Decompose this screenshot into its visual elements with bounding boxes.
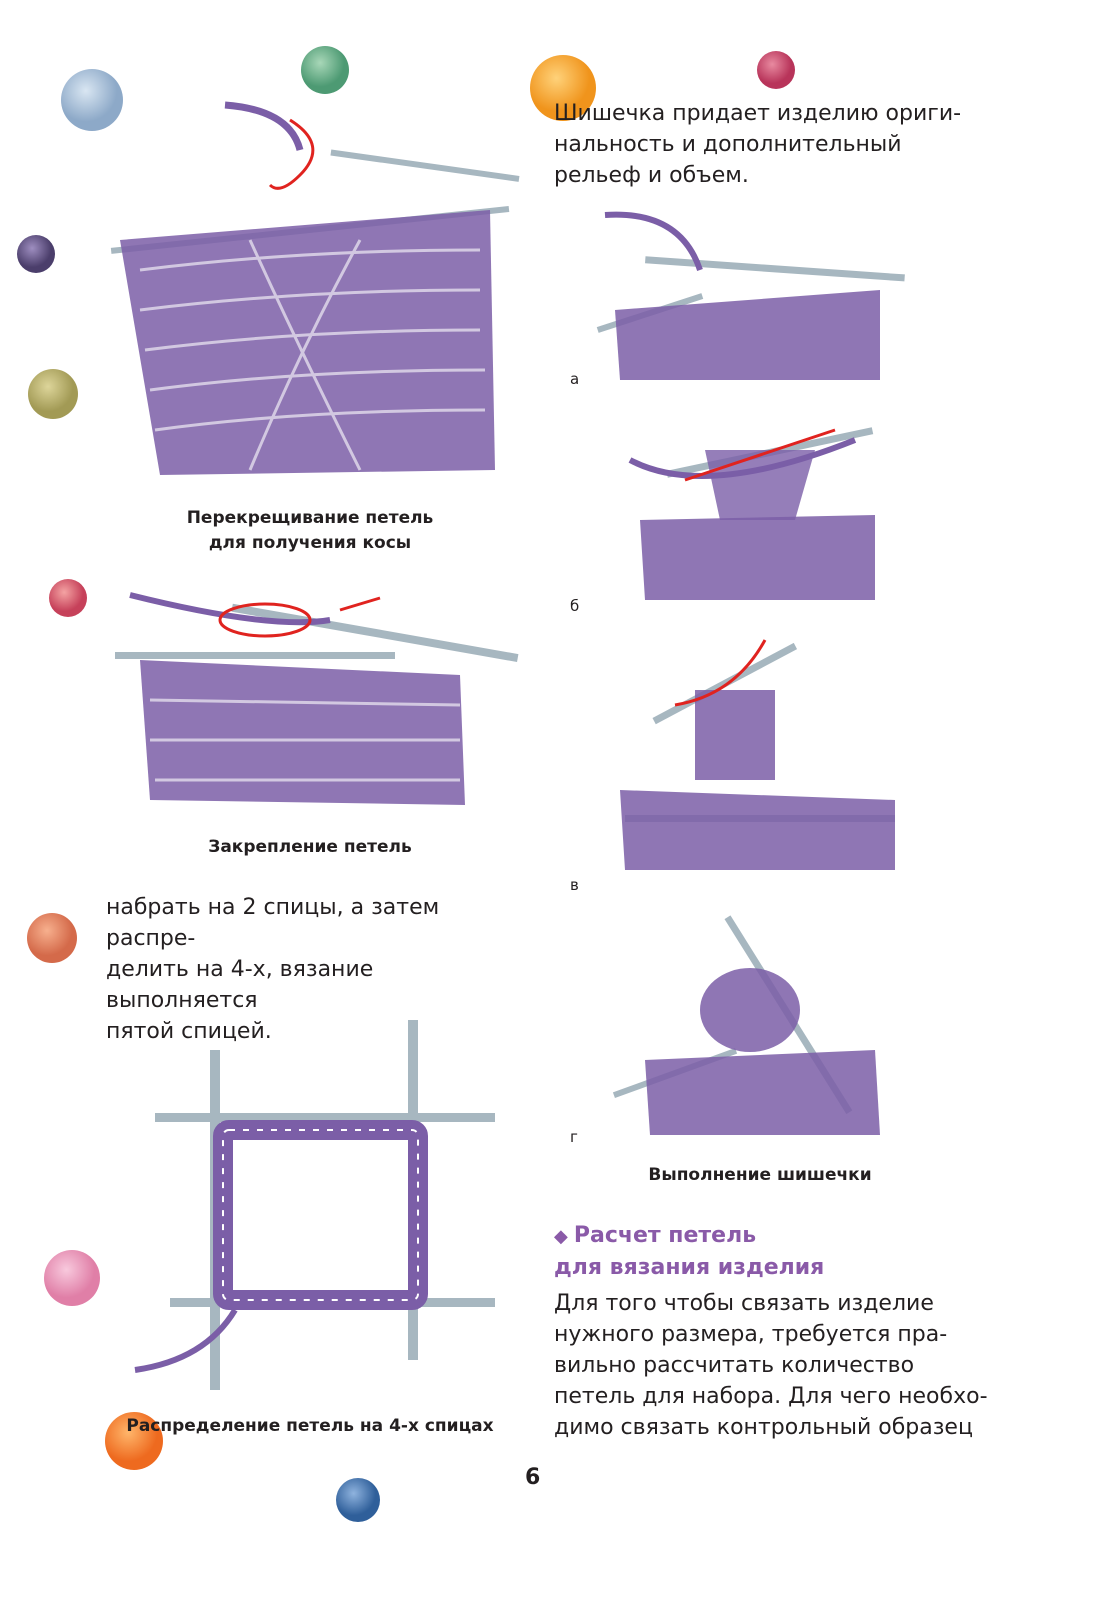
step-label-d: г (570, 1128, 578, 1146)
caption-bobble: Выполнение шишечки (648, 1165, 872, 1185)
left-paragraph: набрать на 2 спицы, а затем распре- дели… (106, 895, 440, 1044)
diamond-bullet-icon: ◆ (554, 1226, 568, 1247)
four-needles-illustration (125, 1020, 505, 1400)
right-intro: Шишечка придает изделию ориги- нальность… (554, 101, 962, 188)
page-number: 6 (525, 1465, 541, 1490)
bobble-step-a (590, 210, 910, 385)
caption-four-needles: Распределение петель на 4-х спицах (126, 1416, 494, 1436)
section-heading: ◆Расчет петель для вязания изделия (554, 1223, 825, 1280)
bobble-step-b (625, 410, 885, 605)
bobble-step-c (605, 630, 910, 875)
caption-fix: Закрепление петель (208, 837, 412, 857)
step-label-a: а (570, 370, 580, 388)
fix-illustration (110, 590, 520, 820)
cable-illustration (100, 100, 520, 480)
bobble-step-d (605, 900, 895, 1140)
section-body: Для того чтобы связать изделие нужного р… (554, 1291, 988, 1440)
caption-cable: Перекрещивание петель для получения косы (186, 508, 434, 553)
step-label-c: в (570, 876, 579, 894)
step-label-b: б (570, 597, 580, 615)
